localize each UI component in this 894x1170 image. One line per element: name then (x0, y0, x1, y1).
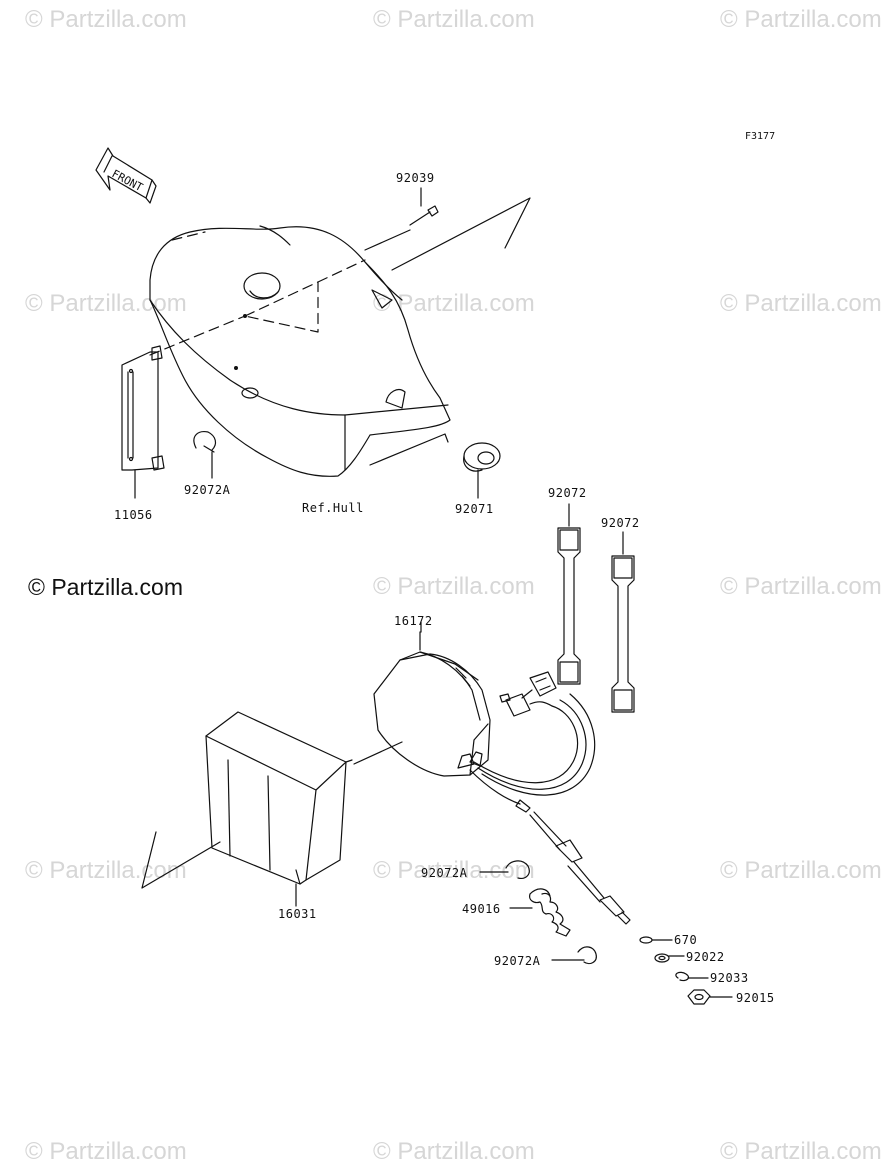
bolt-92039 (409, 187, 439, 226)
part-label-16031: 16031 (278, 907, 317, 921)
part-label-92039: 92039 (396, 171, 435, 185)
leader-line (353, 741, 403, 765)
leader-line (141, 831, 221, 889)
front-label: FRONT (110, 167, 146, 194)
clamp-92072a (479, 860, 530, 879)
watermark: © Partzilla.com (25, 857, 187, 884)
cable-assembly (529, 811, 631, 925)
part-label-92072a: 92072A (494, 954, 541, 968)
part-label-92022: 92022 (686, 950, 725, 964)
watermark: © Partzilla.com (25, 290, 187, 317)
watermark: © Partzilla.com (25, 1138, 187, 1165)
watermark: © Partzilla.com (720, 290, 882, 317)
clamp-92072a (193, 431, 217, 479)
watermark: © Partzilla.com (373, 573, 535, 600)
oring-670 (639, 936, 673, 944)
ref-hull-label: Ref.Hull (302, 501, 364, 515)
watermark: © Partzilla.com (720, 6, 882, 33)
part-label-92072a: 92072A (421, 866, 468, 880)
strap-92072 (557, 503, 581, 685)
watermark: © Partzilla.com (25, 6, 187, 33)
strap-92072 (611, 531, 635, 713)
part-label-670: 670 (674, 933, 698, 947)
leader-line (364, 229, 411, 251)
ecu-16172 (373, 631, 491, 777)
washer-92022 (654, 953, 685, 963)
part-label-92033: 92033 (710, 971, 749, 985)
part-label-92071: 92071 (455, 502, 494, 516)
brand-logo-text: © Partzilla.com (28, 574, 183, 600)
part-label-92015: 92015 (736, 991, 775, 1005)
bracket-11056 (121, 345, 165, 499)
cover-16031 (205, 711, 353, 907)
watermark: © Partzilla.com (373, 1138, 535, 1165)
watermark: © Partzilla.com (720, 857, 882, 884)
figure-id: F3177 (745, 131, 776, 142)
leader-line (391, 197, 531, 271)
part-label-11056: 11056 (114, 508, 153, 522)
watermark: © Partzilla.com (373, 290, 535, 317)
part-label-92072: 92072 (601, 516, 640, 530)
part-label-92072a: 92072A (184, 483, 231, 497)
watermark: © Partzilla.com (720, 573, 882, 600)
front-arrow-icon: FRONT (95, 147, 157, 204)
nut-92015 (687, 989, 733, 1005)
watermark: © Partzilla.com (720, 1138, 882, 1165)
part-label-92072: 92072 (548, 486, 587, 500)
watermark: © Partzilla.com (373, 857, 535, 884)
hull-dashed-lines (149, 231, 366, 356)
hull-body (149, 225, 451, 477)
watermark: © Partzilla.com (373, 6, 535, 33)
wire-harness (469, 671, 596, 813)
part-label-49016: 49016 (462, 902, 501, 916)
boot-49016 (509, 888, 571, 937)
clamp-92072a (551, 946, 597, 965)
part-label-16172: 16172 (394, 614, 433, 628)
lockwasher-92033 (675, 971, 709, 982)
grommet-92071 (463, 442, 501, 499)
